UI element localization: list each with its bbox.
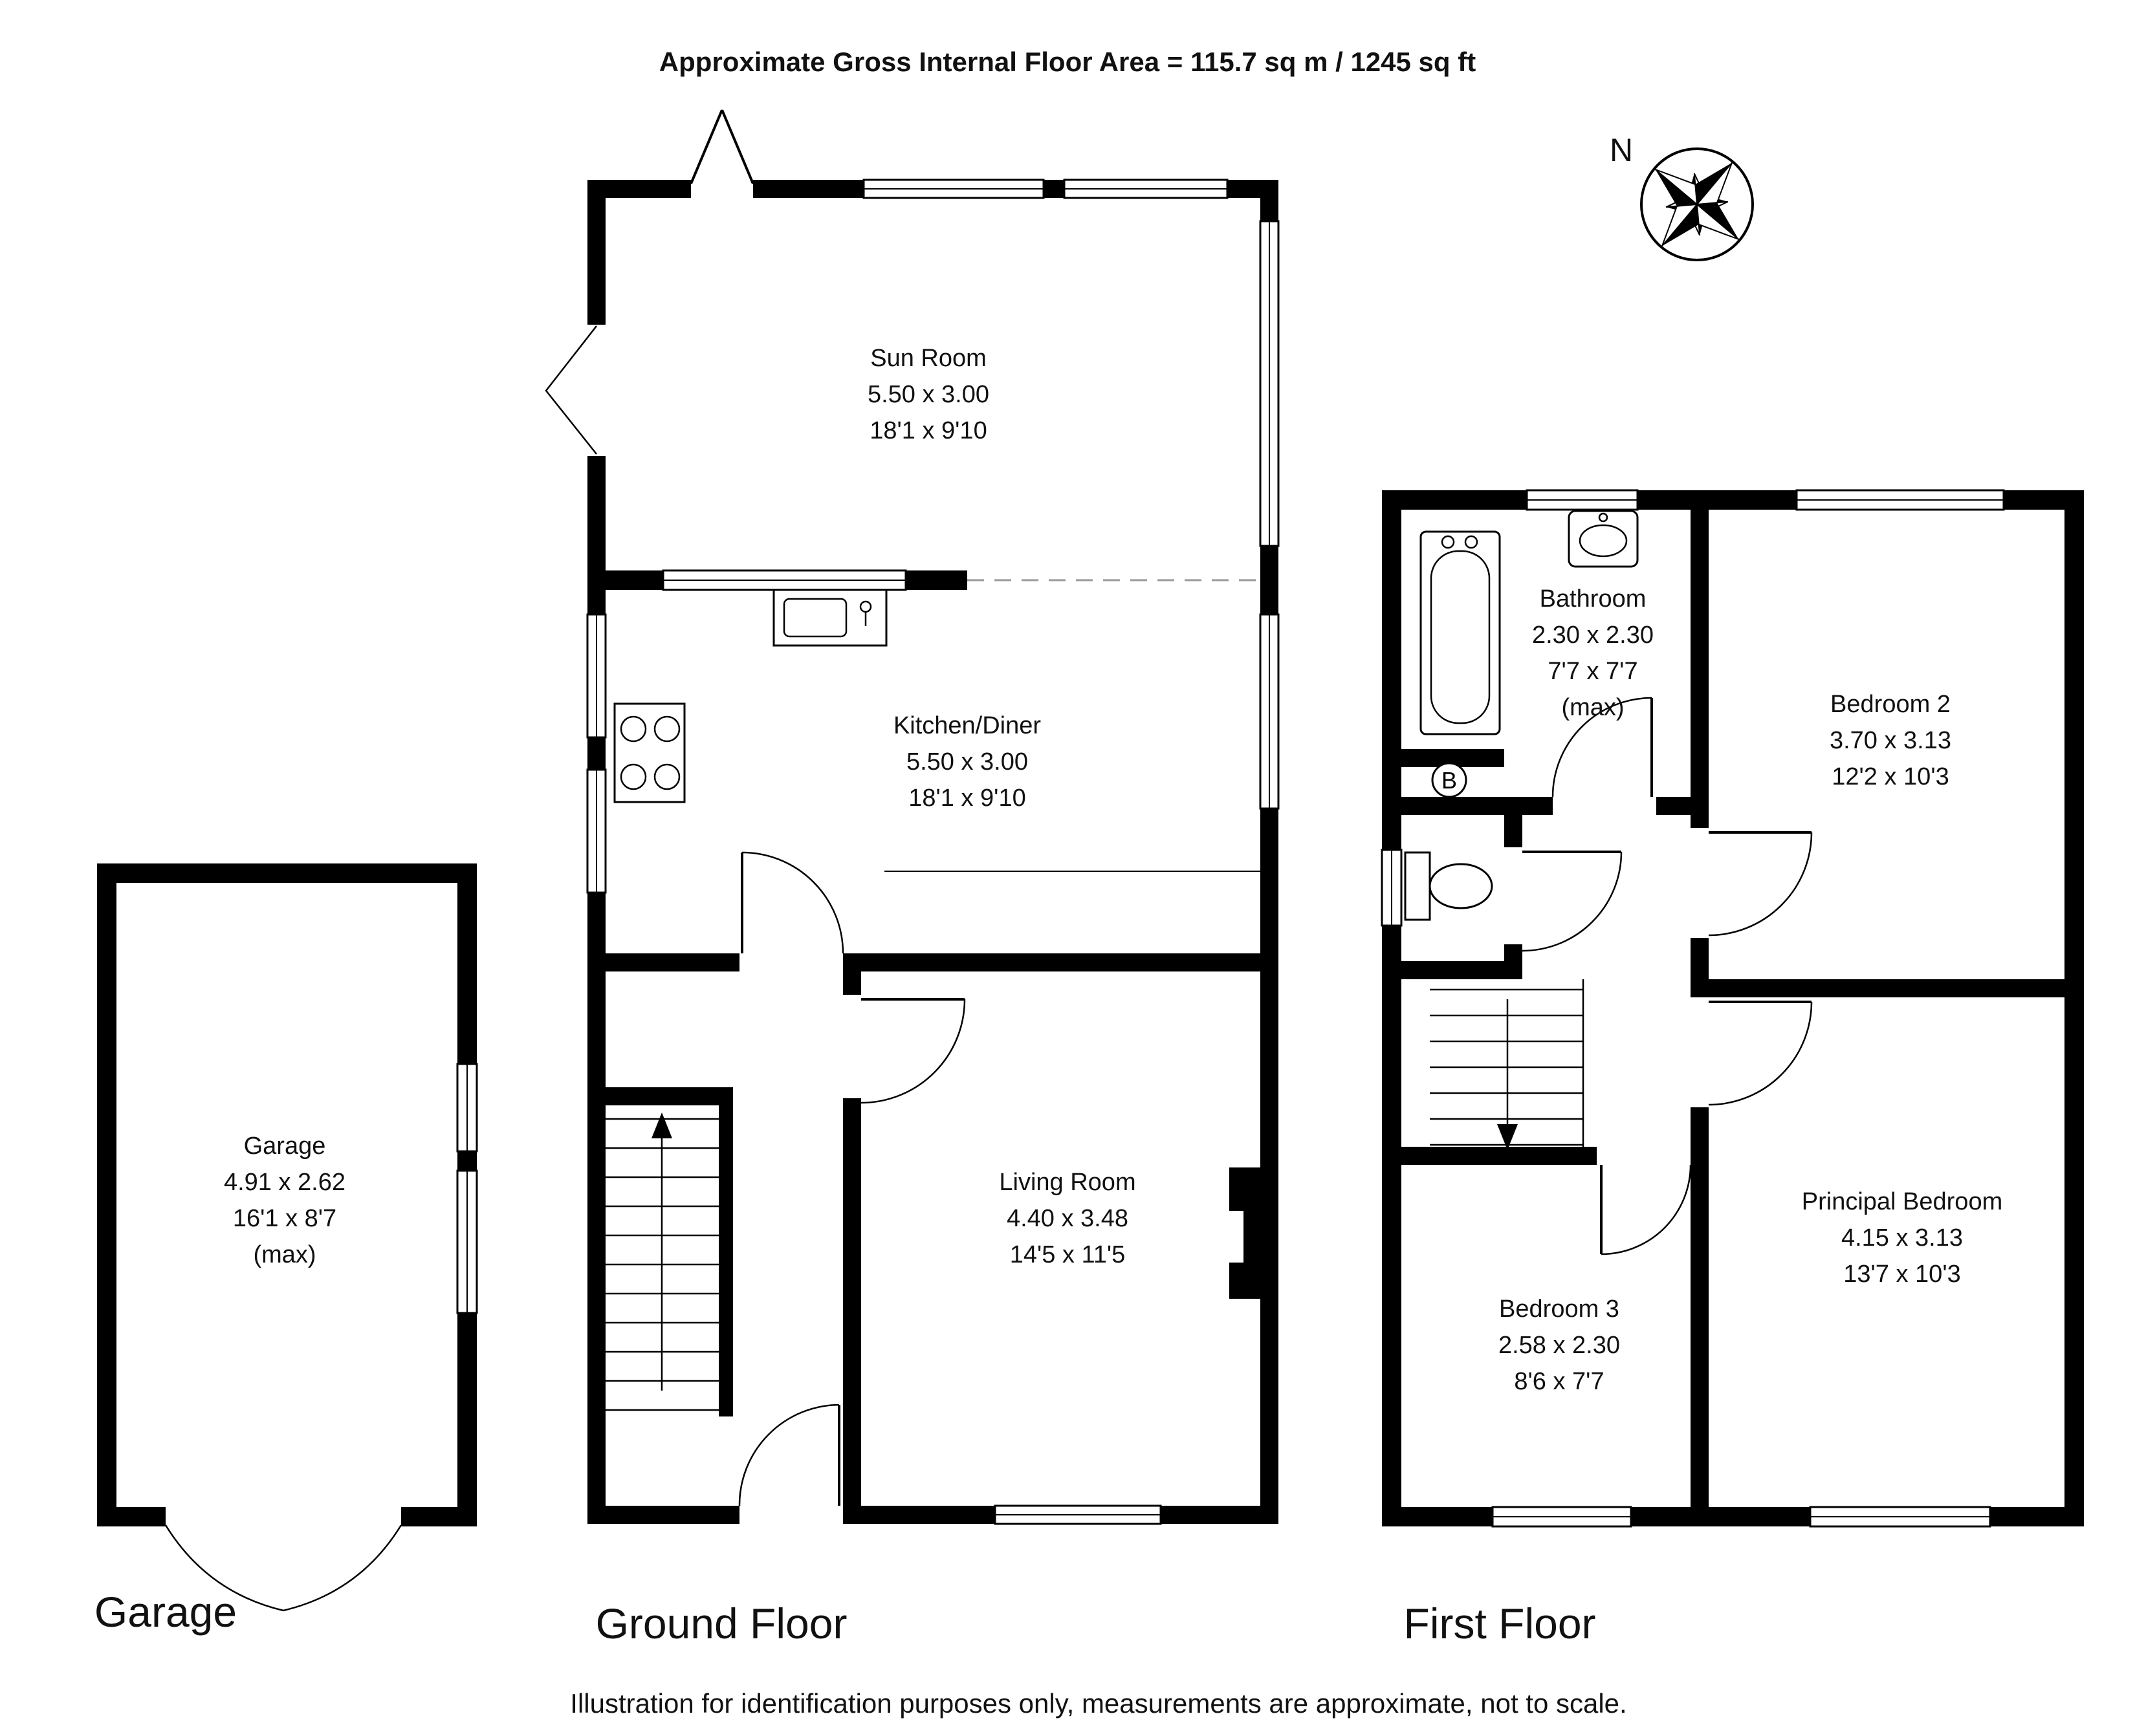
kitchen-sink-icon bbox=[772, 589, 888, 647]
wc-door-icon bbox=[1522, 851, 1623, 952]
bathroom-sink-icon bbox=[1568, 510, 1639, 568]
room-name: Bedroom 3 bbox=[1499, 1296, 1619, 1323]
sun-room-label: Sun Room 5.50 x 3.00 18'1 x 9'10 bbox=[868, 340, 989, 449]
room-size-metric: 4.40 x 3.48 bbox=[1006, 1205, 1129, 1232]
room-size-imperial: 7'7 x 7'7 bbox=[1548, 658, 1638, 685]
ground-floor-walls bbox=[587, 180, 1278, 1524]
ground-floor-windows bbox=[586, 179, 1280, 1525]
bedroom2-door-icon bbox=[1708, 831, 1813, 937]
bathroom-door-icon bbox=[1551, 697, 1653, 797]
kitchen-door-icon bbox=[741, 851, 844, 954]
sun-room-door-icon bbox=[690, 109, 754, 184]
ground-floor-label: Ground Floor bbox=[595, 1600, 848, 1647]
garage-windows bbox=[456, 1063, 478, 1314]
room-size-imperial: 18'1 x 9'10 bbox=[870, 417, 987, 444]
bedroom3-label: Bedroom 3 2.58 x 2.30 8'6 x 7'7 bbox=[1498, 1291, 1620, 1400]
kitchen-diner-label: Kitchen/Diner 5.50 x 3.00 18'1 x 9'10 bbox=[893, 708, 1041, 816]
room-name: Kitchen/Diner bbox=[893, 712, 1042, 739]
room-size-imperial: 16'1 x 8'7 bbox=[232, 1205, 337, 1232]
boiler-label: B bbox=[1441, 767, 1457, 794]
garage-room-label: Garage 4.91 x 2.62 16'1 x 8'7 (max) bbox=[224, 1128, 345, 1273]
room-size-note: (max) bbox=[253, 1241, 316, 1268]
room-name: Bedroom 2 bbox=[1830, 691, 1951, 718]
room-size-metric: 5.50 x 3.00 bbox=[906, 748, 1029, 776]
first-floor-walls bbox=[1382, 490, 2084, 1526]
disclaimer-note: Illustration for identification purposes… bbox=[570, 1688, 1627, 1719]
compass-north-label: N bbox=[1609, 132, 1634, 168]
living-room-label: Living Room 4.40 x 3.48 14'5 x 11'5 bbox=[999, 1164, 1135, 1273]
garage-floor-label: Garage bbox=[94, 1588, 237, 1636]
room-size-imperial: 12'2 x 10'3 bbox=[1832, 763, 1949, 790]
room-size-metric: 2.58 x 2.30 bbox=[1498, 1332, 1621, 1359]
room-size-imperial: 14'5 x 11'5 bbox=[1009, 1241, 1126, 1268]
bathroom-label: Bathroom 2.30 x 2.30 7'7 x 7'7 (max) bbox=[1532, 581, 1654, 726]
garage-walls bbox=[97, 863, 477, 1526]
first-floor-stairs bbox=[1430, 979, 1584, 1150]
principal-bedroom-door-icon bbox=[1708, 1001, 1813, 1106]
bedroom2-label: Bedroom 2 3.70 x 3.13 12'2 x 10'3 bbox=[1830, 686, 1951, 795]
room-size-imperial: 13'7 x 10'3 bbox=[1843, 1261, 1961, 1288]
room-size-metric: 5.50 x 3.00 bbox=[867, 381, 990, 408]
ground-floor-plan bbox=[545, 109, 1280, 1525]
room-size-metric: 3.70 x 3.13 bbox=[1829, 727, 1952, 754]
room-size-metric: 4.91 x 2.62 bbox=[223, 1169, 346, 1196]
room-size-imperial: 8'6 x 7'7 bbox=[1514, 1368, 1604, 1395]
room-size-metric: 4.15 x 3.13 bbox=[1841, 1224, 1964, 1252]
bedroom3-door-icon bbox=[1600, 1164, 1692, 1255]
room-name: Garage bbox=[243, 1133, 326, 1160]
page-title: Approximate Gross Internal Floor Area = … bbox=[659, 47, 1476, 77]
garage-door-icon bbox=[164, 1524, 402, 1612]
room-name: Bathroom bbox=[1539, 585, 1647, 613]
toilet-icon bbox=[1404, 851, 1493, 921]
wall-break-icon bbox=[545, 325, 597, 455]
room-name: Sun Room bbox=[870, 345, 987, 372]
garage-plan bbox=[97, 863, 478, 1612]
ground-floor-stairs bbox=[606, 1112, 719, 1411]
living-room-door-icon bbox=[860, 998, 966, 1104]
first-floor-plan: B bbox=[1381, 489, 2084, 1528]
bath-icon bbox=[1419, 530, 1501, 735]
front-door-icon bbox=[738, 1404, 840, 1506]
room-size-note: (max) bbox=[1561, 694, 1625, 721]
first-floor-windows bbox=[1381, 489, 2005, 1528]
room-name: Living Room bbox=[999, 1169, 1136, 1196]
room-size-imperial: 18'1 x 9'10 bbox=[908, 785, 1026, 812]
compass-icon bbox=[1640, 147, 1754, 261]
hob-icon bbox=[613, 702, 686, 803]
boiler-badge: B bbox=[1431, 762, 1467, 798]
room-size-metric: 2.30 x 2.30 bbox=[1531, 622, 1654, 649]
room-name: Principal Bedroom bbox=[1801, 1188, 2003, 1215]
first-floor-label: First Floor bbox=[1403, 1600, 1596, 1647]
principal-bedroom-label: Principal Bedroom 4.15 x 3.13 13'7 x 10'… bbox=[1802, 1184, 2002, 1292]
